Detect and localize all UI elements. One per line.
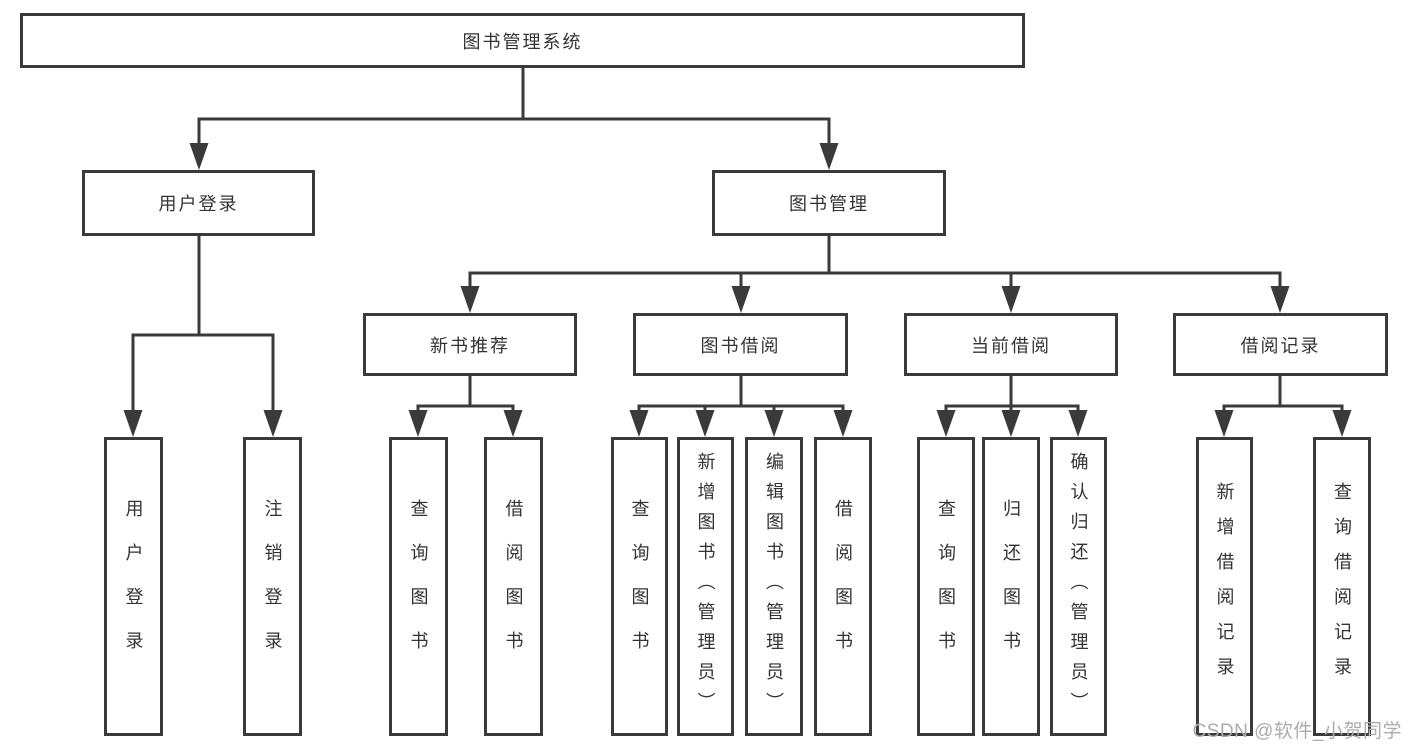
node-new-books: 新书推荐 (363, 313, 577, 376)
leaf-borrowing-add-admin: 新增图书（管理员） (677, 437, 734, 736)
leaf-records-query: 查询借阅记录 (1313, 437, 1371, 736)
leaf-logout: 注销登录 (243, 437, 302, 736)
leaf-borrowing-borrow: 借阅图书 (814, 437, 872, 736)
connector-user-login (131, 234, 275, 415)
connector-book-mgmt (468, 234, 1282, 291)
leaf-borrowing-query: 查询图书 (611, 437, 668, 736)
leaf-records-add: 新增借阅记录 (1196, 437, 1253, 736)
node-root: 图书管理系统 (20, 13, 1025, 68)
connector-current (944, 374, 1080, 415)
leaf-newbooks-borrow: 借阅图书 (484, 437, 543, 736)
leaf-current-query: 查询图书 (917, 437, 975, 736)
connector-new-books (416, 374, 515, 415)
leaf-current-return: 归还图书 (982, 437, 1040, 736)
leaf-borrowing-edit-admin: 编辑图书（管理员） (745, 437, 803, 736)
node-current-borrowing: 当前借阅 (904, 313, 1118, 376)
arrowheads (123, 143, 1352, 437)
csdn-watermark: CSDN @软件_小贺同学 (1192, 721, 1402, 742)
leaf-newbooks-query: 查询图书 (389, 437, 448, 736)
leaf-current-confirm-admin: 确认归还（管理员） (1050, 437, 1107, 736)
node-book-mgmt: 图书管理 (712, 170, 946, 236)
node-user-login: 用户登录 (82, 170, 315, 236)
leaf-user-login: 用户登录 (104, 437, 163, 736)
connector-records (1222, 374, 1344, 415)
connector-root (197, 66, 831, 148)
node-borrowing: 图书借阅 (633, 313, 848, 376)
node-borrow-records: 借阅记录 (1173, 313, 1388, 376)
connector-borrowing (637, 374, 845, 415)
